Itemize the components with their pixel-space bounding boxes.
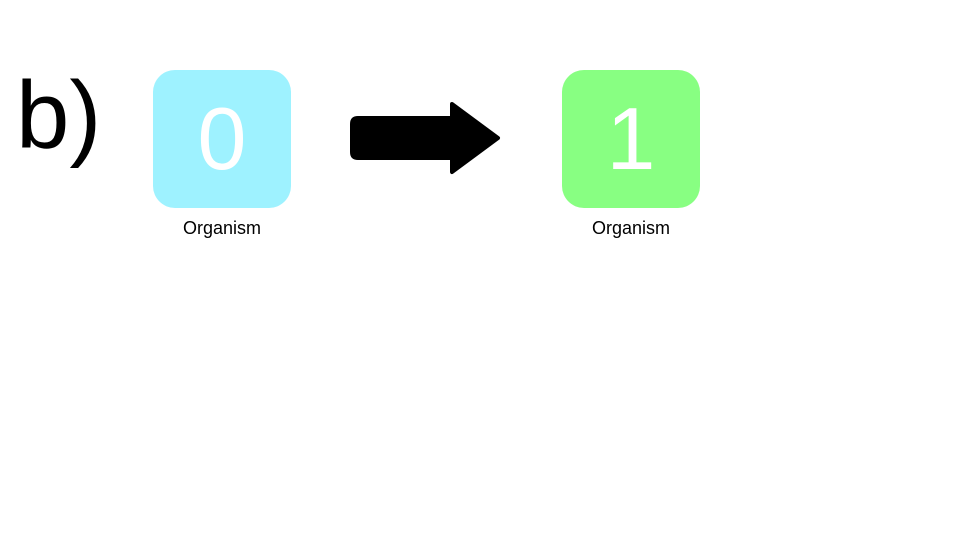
organism-after-value: 1	[606, 89, 656, 188]
panel-label: b)	[16, 62, 102, 169]
organism-after-box: 1	[562, 70, 700, 208]
organism-before-value: 0	[197, 89, 247, 188]
organism-before-box: 0	[153, 70, 291, 208]
right-arrow-icon	[350, 102, 500, 174]
organism-before-caption: Organism	[182, 218, 262, 238]
organism-after-caption: Organism	[591, 218, 671, 238]
